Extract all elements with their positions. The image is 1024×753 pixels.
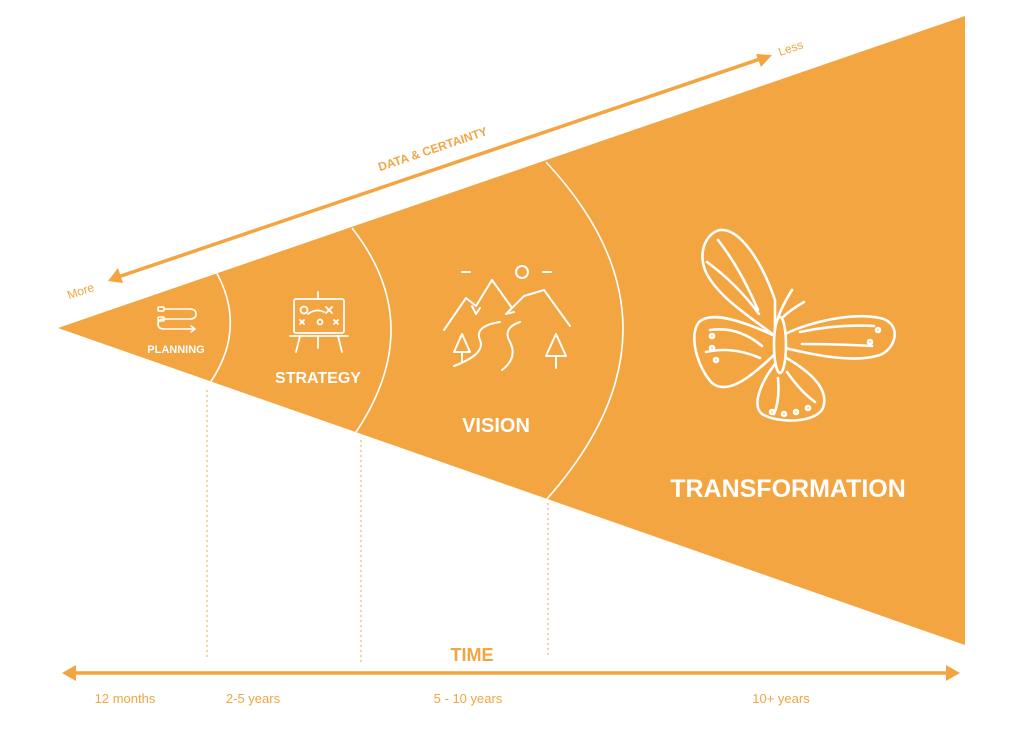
stage-label-strategy: STRATEGY [275,370,361,387]
time-period-strategy: 2-5 years [226,691,281,706]
data-certainty-arrow [108,54,772,283]
time-arrow [62,665,960,681]
divider-vision-transformation [545,161,624,501]
flowchart-icon [157,306,197,333]
time-label: TIME [451,645,494,665]
whiteboard-strategy-icon [289,291,349,353]
divider-planning-strategy [209,269,232,384]
less-label: Less [776,38,805,59]
cone-shape [58,16,965,645]
stage-label-transformation: TRANSFORMATION [670,475,906,503]
stage-label-vision: VISION [462,415,530,437]
stage-label-planning: PLANNING [147,344,204,356]
divider-strategy-vision [351,227,392,439]
butterfly-icon [693,228,896,422]
mountain-landscape-icon [443,265,571,371]
more-label: More [66,280,97,302]
data-certainty-label: DATA & CERTAINTY [376,124,489,174]
time-period-vision: 5 - 10 years [434,691,503,706]
time-period-transformation: 10+ years [752,691,810,706]
time-period-planning: 12 months [95,691,156,706]
